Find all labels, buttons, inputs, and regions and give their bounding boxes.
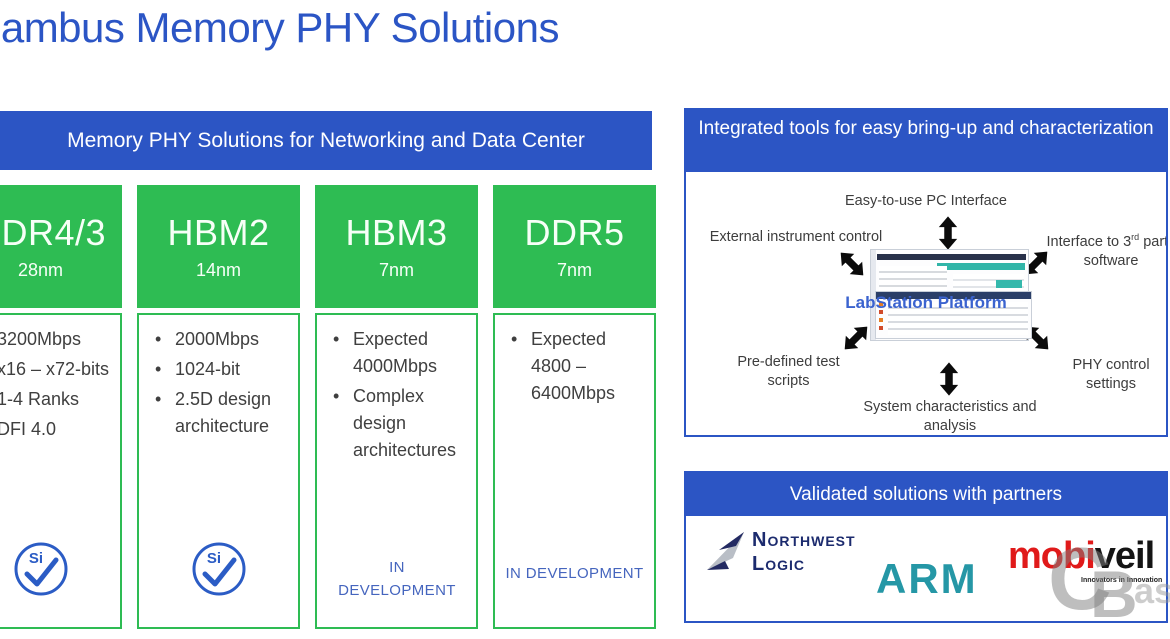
double-arrow-icon — [833, 245, 871, 283]
computerbase-watermark: B — [1090, 557, 1138, 631]
bullet-icon — [333, 383, 353, 464]
label-system-characteristics: System characteristics and analysis — [863, 399, 1037, 434]
column-header-hbm3: HBM3 7nm — [315, 185, 478, 308]
bullet-item: Expected 4800 – 6400Mbps — [511, 326, 646, 407]
bullet-icon — [155, 386, 175, 440]
column-body-hbm3: Expected 4000Mbps Complex design archite… — [315, 313, 478, 629]
column-body-ddr5: Expected 4800 – 6400Mbps — [493, 313, 656, 629]
northwest-logic-logo-text: Logic — [752, 553, 805, 575]
bullet-item: DFI 4.0 — [0, 419, 57, 439]
tools-panel-header: Integrated tools for easy bring-up and c… — [686, 110, 1166, 172]
solutions-panel-header: Memory PHY Solutions for Networking and … — [0, 111, 652, 170]
si-proven-badge-icon: Si — [190, 540, 248, 598]
column-node: 7nm — [556, 260, 592, 280]
mobiveil-tagline: Innovators in Innovation — [1081, 577, 1163, 584]
label-pc-interface: Easy-to-use PC Interface — [845, 193, 1007, 209]
svg-text:Si: Si — [207, 550, 221, 567]
column-title: HBM2 — [167, 212, 270, 253]
bullet-icon — [155, 356, 175, 383]
label-external-instrument: External instrument control — [709, 229, 883, 245]
column-body-ddr43: 3200Mbps x16 – x72-bits 1-4 Ranks DFI 4.… — [0, 313, 122, 629]
tools-panel: Integrated tools for easy bring-up and c… — [684, 108, 1168, 437]
computerbase-watermark: ase — [1134, 570, 1170, 611]
bullet-icon — [155, 326, 175, 353]
column-title: DDR5 — [524, 212, 625, 253]
double-arrow-icon — [837, 319, 875, 357]
column-title: DDR4/3 — [0, 212, 107, 253]
column-title: HBM3 — [345, 212, 448, 253]
partners-panel: Validated solutions with partners Northw… — [684, 471, 1168, 623]
column-node: 28nm — [17, 260, 64, 280]
bullet-item: 2.5D design architecture — [155, 386, 290, 440]
page-title: Rambus Memory PHY Solutions — [0, 4, 559, 51]
northwest-logic-logo-icon — [702, 529, 750, 575]
bullet-item: 2000Mbps — [155, 326, 290, 353]
svg-text:Si: Si — [29, 550, 43, 567]
mobiveil-logo: mobiveil — [1008, 535, 1155, 577]
bullet-item: 1024-bit — [155, 356, 290, 383]
label-phy-control: PHY control settings — [1072, 357, 1150, 392]
bullet-icon — [511, 326, 531, 407]
bullet-item: 3200Mbps — [0, 329, 82, 349]
double-arrow-icon — [938, 216, 958, 250]
label-third-party: Interface to 3rd party software — [1046, 232, 1168, 269]
status-in-development: IN DEVELOPMENT — [505, 565, 644, 582]
status-in-development: IN DEVELOPMENT — [338, 559, 456, 599]
labstation-label: LabStation Platform — [845, 293, 1007, 312]
column-node: 7nm — [378, 260, 414, 280]
double-arrow-icon — [1017, 244, 1055, 282]
labstation-screenshot — [875, 291, 1032, 339]
computerbase-watermark: C — [1048, 529, 1112, 628]
arm-logo: ARM — [876, 555, 978, 602]
partners-panel-header: Validated solutions with partners — [686, 473, 1166, 516]
column-header-hbm2: HBM2 14nm — [137, 185, 300, 308]
bullet-item: 1-4 Ranks — [0, 389, 80, 409]
si-proven-badge-icon: Si — [12, 540, 70, 598]
label-test-scripts: Pre-defined test scripts — [737, 354, 840, 389]
bullet-item: x16 – x72-bits — [0, 359, 110, 379]
column-header-ddr43: DDR4/3 28nm — [0, 185, 122, 308]
column-node: 14nm — [195, 260, 242, 280]
bullet-item: Complex design architectures — [333, 383, 468, 464]
northwest-logic-logo-text: Northwest — [752, 529, 856, 551]
double-arrow-icon — [939, 362, 959, 396]
bullet-icon — [333, 326, 353, 380]
bullet-item: Expected 4000Mbps — [333, 326, 468, 380]
column-header-ddr5: DDR5 7nm — [493, 185, 656, 308]
